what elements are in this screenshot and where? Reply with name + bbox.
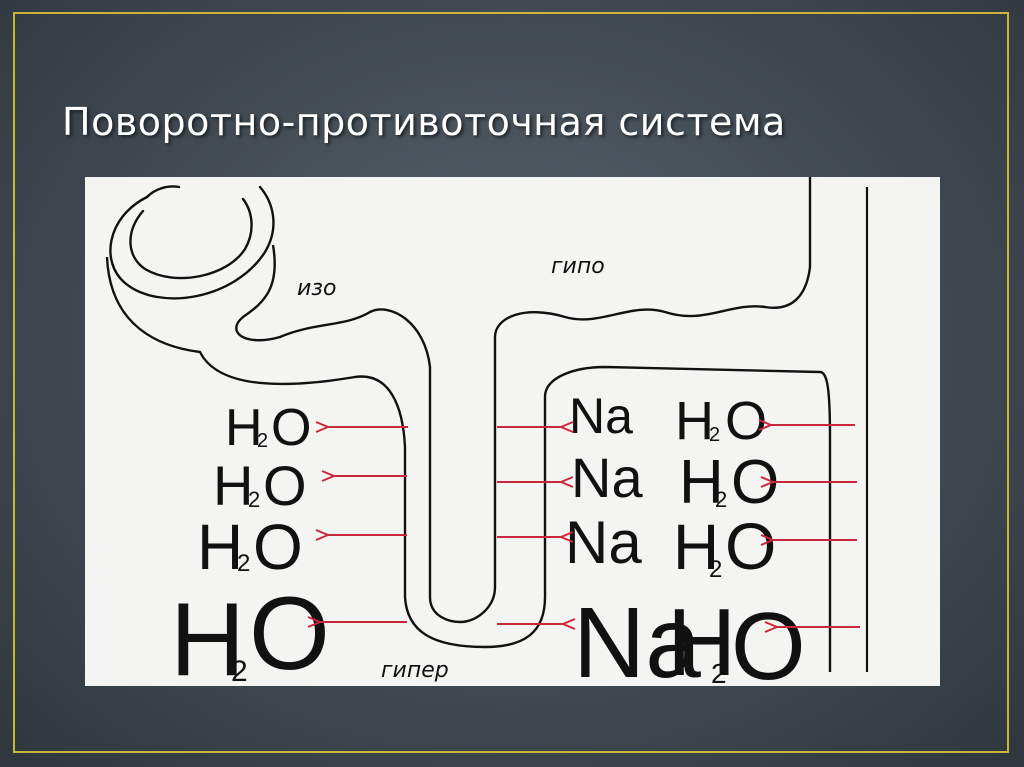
svg-text:O: O — [263, 454, 307, 517]
svg-text:O: O — [731, 593, 806, 686]
svg-text:O: O — [725, 391, 767, 451]
sodium-3: Na — [565, 509, 642, 576]
nephron-loop-diagram: изо гипо гипер H 2 O H 2 O H 2 O H 2 O N… — [85, 177, 940, 686]
svg-text:2: 2 — [231, 655, 248, 686]
sodium-1: Na — [569, 388, 633, 444]
water-right-1: H 2 O — [675, 391, 767, 451]
svg-text:O: O — [271, 399, 311, 457]
svg-text:O: O — [725, 509, 776, 583]
svg-text:H: H — [170, 582, 245, 686]
svg-text:2: 2 — [709, 556, 722, 583]
slide-frame — [13, 12, 1009, 753]
tubule-inner-wall — [235, 177, 812, 624]
water-right-3: H 2 O — [673, 509, 776, 583]
svg-text:2: 2 — [257, 430, 268, 452]
sodium-4: Na — [573, 587, 701, 686]
svg-text:H: H — [225, 399, 263, 457]
svg-text:H: H — [679, 448, 724, 517]
svg-text:2: 2 — [237, 550, 250, 577]
svg-text:2: 2 — [715, 487, 727, 512]
water-right-4: H 2 O — [667, 589, 806, 686]
svg-text:H: H — [675, 391, 714, 451]
water-right-2: H 2 O — [679, 448, 779, 517]
zone-label-iso: изо — [297, 276, 336, 301]
svg-text:2: 2 — [709, 424, 720, 446]
water-left-1: H 2 O — [225, 399, 311, 457]
svg-text:H: H — [213, 454, 253, 517]
water-left-3: H 2 O — [197, 511, 303, 583]
glomerular-capsule — [109, 185, 275, 300]
slide-title: Поворотно-противоточная система — [62, 100, 786, 144]
zone-label-hyper: гипер — [381, 658, 449, 683]
zone-label-hypo: гипо — [551, 254, 605, 279]
svg-text:O: O — [249, 576, 330, 686]
svg-text:2: 2 — [248, 487, 260, 512]
svg-text:O: O — [253, 511, 303, 583]
water-left-2: H 2 O — [213, 454, 307, 517]
svg-text:O: O — [731, 448, 779, 517]
svg-text:H: H — [667, 589, 736, 686]
water-left-4: H 2 O — [170, 576, 330, 686]
svg-text:H: H — [673, 511, 719, 583]
sodium-2: Na — [571, 446, 643, 509]
diagram-canvas: изо гипо гипер H 2 O H 2 O H 2 O H 2 O N… — [105, 177, 869, 686]
tubule-outer-wall — [105, 256, 832, 672]
svg-text:2: 2 — [711, 658, 727, 686]
svg-text:H: H — [197, 511, 243, 583]
